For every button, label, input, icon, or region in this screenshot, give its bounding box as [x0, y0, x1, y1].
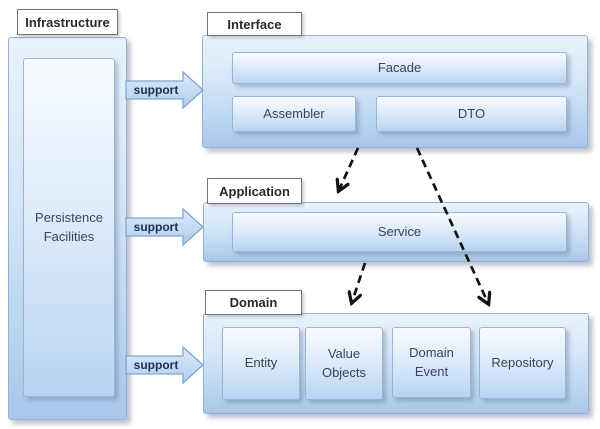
assembler-box: Assembler — [232, 96, 356, 132]
infrastructure-layer-label: Infrastructure — [17, 9, 118, 35]
dashed-arrow-service-to-domain — [352, 262, 367, 302]
dashed-arrow-interface-to-service — [339, 147, 360, 190]
repository-box: Repository — [479, 327, 566, 399]
application-layer-label: Application — [207, 178, 302, 204]
value-objects-box: Value Objects — [305, 327, 383, 400]
service-box: Service — [232, 212, 567, 252]
support-arrow-bottom: support — [125, 345, 204, 385]
persistence-facilities-box: Persistence Facilities — [23, 58, 115, 397]
support-arrow-top: support — [125, 70, 204, 110]
interface-layer-label: Interface — [207, 12, 302, 36]
support-label-middle: support — [134, 220, 179, 234]
dto-box: DTO — [376, 96, 567, 132]
domain-layer-label: Domain — [205, 290, 302, 315]
support-label-bottom: support — [134, 358, 179, 372]
persistence-facilities-label: Persistence Facilities — [35, 209, 103, 244]
support-arrow-middle: support — [125, 207, 204, 247]
entity-box: Entity — [222, 327, 300, 400]
facade-box: Facade — [232, 52, 567, 84]
support-label-top: support — [134, 83, 179, 97]
domain-event-box: Domain Event — [392, 327, 471, 398]
